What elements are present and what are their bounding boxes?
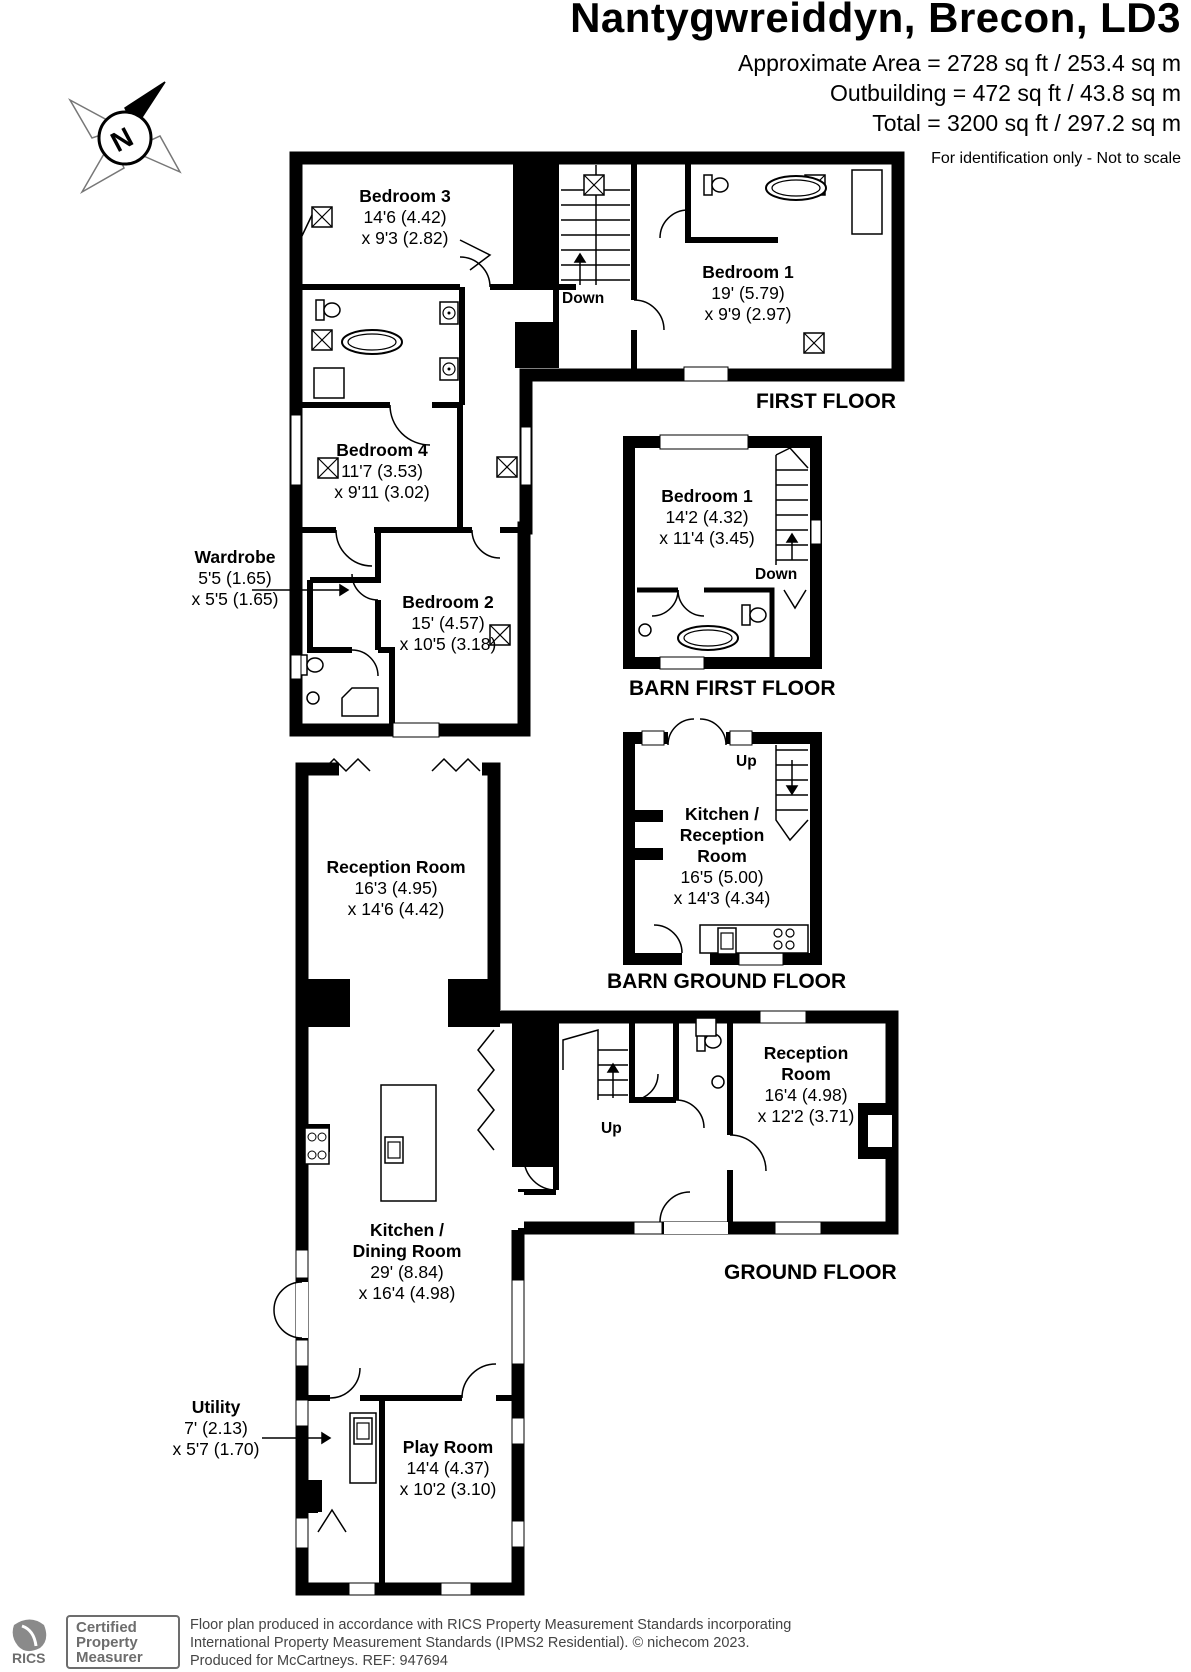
page-title: Nantygwreiddyn, Brecon, LD3 [570,0,1181,41]
area-main: Approximate Area = 2728 sq ft / 253.4 sq… [737,50,1181,76]
room-dim: 16'3 (4.95) [354,878,438,898]
room-name: Bedroom 1 [702,262,794,282]
room-bedroom-3: Bedroom 3 14'6 (4.42) x 9'3 (2.82) [345,186,465,249]
room-name: Reception Room [326,857,466,877]
room-name: Kitchen / [370,1220,444,1240]
rics-org-label: RICS [12,1650,46,1666]
room-dim: x 11'4 (3.45) [659,528,755,548]
room-dim: x 5'7 (1.70) [172,1439,260,1459]
room-name: Utility [191,1397,241,1417]
room-name: Reception [763,1043,849,1063]
room-name: Bedroom 3 [359,186,451,206]
room-dim: 19' (5.79) [711,283,785,303]
floor-label-ground: GROUND FLOOR [724,1261,897,1284]
room-utility: Utility 7' (2.13) x 5'7 (1.70) [166,1397,266,1460]
room-wardrobe: Wardrobe 5'5 (1.65) x 5'5 (1.65) [180,547,290,610]
room-play-room: Play Room 14'4 (4.37) x 10'2 (3.10) [388,1437,508,1500]
room-name: Bedroom 4 [336,440,428,460]
floor-label-first: FIRST FLOOR [756,390,896,413]
first-floor-walls [289,151,905,737]
room-name: Wardrobe [194,547,276,567]
rics-badge: Certified Property Measurer RICS [4,1613,180,1671]
room-name: Bedroom 1 [661,486,753,506]
room-kitchen-dining: Kitchen / Dining Room 29' (8.84) x 16'4 … [332,1220,482,1304]
stairs-label: Down [562,290,605,307]
floor-label-barn-ground: BARN GROUND FLOOR [607,970,847,993]
room-dim: x 9'9 (2.97) [704,304,792,324]
room-dim: 15' (4.57) [411,613,485,633]
stairs-label: Up [601,1120,622,1137]
room-name: Kitchen / [685,804,759,824]
area-total: Total = 3200 sq ft / 297.2 sq m [872,110,1181,136]
room-dim: x 14'6 (4.42) [347,899,445,919]
room-name: Reception [679,825,765,845]
footer-line: Produced for McCartneys. REF: 947694 [190,1653,448,1669]
room-dim: x 16'4 (4.98) [358,1283,456,1303]
room-dim: 5'5 (1.65) [198,568,272,588]
room-name: Room [697,846,747,866]
footer-line: Floor plan produced in accordance with R… [190,1617,792,1633]
rics-logo-icon [12,1619,47,1652]
stairs-label: Down [755,566,798,583]
room-dim: 16'4 (4.98) [764,1085,848,1105]
room-dim: 11'7 (3.53) [341,461,423,481]
room-dim: x 12'2 (3.71) [757,1106,855,1126]
room-barn-bedroom-1: Bedroom 1 14'2 (4.32) x 11'4 (3.45) [647,486,767,549]
room-name: Play Room [402,1437,494,1457]
room-dim: 14'2 (4.32) [665,507,749,527]
room-dim: x 10'2 (3.10) [399,1479,497,1499]
room-dim: 14'6 (4.42) [363,207,447,227]
room-name: Room [781,1064,831,1084]
room-dim: x 9'11 (3.02) [334,482,430,502]
footer-text: Floor plan produced in accordance with R… [190,1616,791,1670]
compass-north-icon [68,81,182,195]
room-bedroom-2: Bedroom 2 15' (4.57) x 10'5 (3.18) [388,592,508,655]
barn-first-floor-walls [623,436,822,669]
stairs-label: Up [736,753,757,770]
footer-line: International Property Measurement Stand… [190,1635,750,1651]
room-bedroom-1: Bedroom 1 19' (5.79) x 9'9 (2.97) [683,262,813,325]
room-reception-room: Reception Room 16'3 (4.95) x 14'6 (4.42) [316,857,476,920]
certified-measurer-badge: Certified Property Measurer [66,1615,180,1669]
room-name: Bedroom 2 [402,592,494,612]
scale-note: For identification only - Not to scale [931,150,1181,167]
room-dim: 14'4 (4.37) [406,1458,490,1478]
room-dim: x 10'5 (3.18) [399,634,497,654]
room-dim: x 14'3 (4.34) [673,888,771,908]
room-dim: x 9'3 (2.82) [361,228,449,248]
floor-label-barn-first: BARN FIRST FLOOR [629,677,836,700]
room-dim: 7' (2.13) [184,1418,248,1438]
barn-ground-floor-walls [623,732,822,965]
room-bedroom-4: Bedroom 4 11'7 (3.53) x 9'11 (3.02) [322,440,442,503]
room-dim: 16'5 (5.00) [680,867,764,887]
area-outbuilding: Outbuilding = 472 sq ft / 43.8 sq m [830,80,1181,106]
room-dim: x 5'5 (1.65) [191,589,279,609]
room-name: Dining Room [352,1241,462,1261]
room-barn-kitchen: Kitchen / Reception Room 16'5 (5.00) x 1… [660,804,784,909]
room-dim: 29' (8.84) [370,1262,444,1282]
room-reception-room-2: Reception Room 16'4 (4.98) x 12'2 (3.71) [746,1043,866,1127]
